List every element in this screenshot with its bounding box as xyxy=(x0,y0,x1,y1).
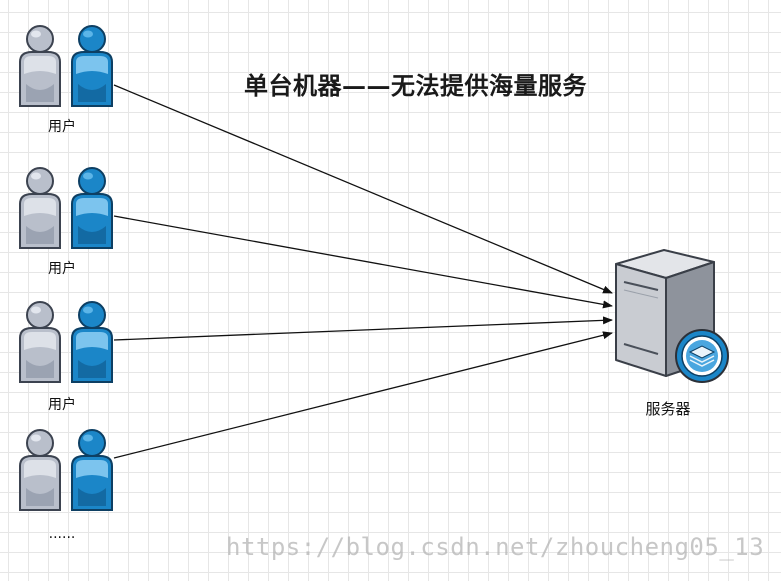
diagram-title: 单台机器——无法提供海量服务 xyxy=(244,71,587,100)
arrow-user-3-to-server xyxy=(113,316,613,341)
arrow-user-2-to-server xyxy=(113,215,613,309)
user-label: 用户 xyxy=(48,261,76,277)
user-label: 用户 xyxy=(48,397,76,413)
users-icon xyxy=(19,25,113,107)
user-blue-icon xyxy=(71,167,113,249)
user-gray-icon xyxy=(19,167,61,249)
user-gray-icon xyxy=(19,301,61,383)
user-gray-icon xyxy=(19,429,61,511)
users-icon xyxy=(19,429,113,511)
users-icon xyxy=(19,167,113,249)
user-blue-icon xyxy=(71,429,113,511)
users-icon xyxy=(19,301,113,383)
user-group-1: 用户 xyxy=(14,22,118,135)
arrow-user-1-to-server xyxy=(113,84,613,294)
server-label: 服务器 xyxy=(645,400,691,418)
user-group-4: ...... xyxy=(14,426,118,542)
user-blue-icon xyxy=(71,301,113,383)
user-blue-icon xyxy=(71,25,113,107)
watermark-url: https://blog.csdn.net/zhoucheng05_13 xyxy=(226,533,765,561)
server-icon xyxy=(615,249,729,383)
user-label: 用户 xyxy=(48,119,76,135)
user-gray-icon xyxy=(19,25,61,107)
database-badge-icon xyxy=(675,329,729,383)
user-label-ellipsis: ...... xyxy=(48,526,76,542)
arrow-user-4-to-server xyxy=(113,331,613,459)
server-node xyxy=(610,248,736,392)
user-group-3: 用户 xyxy=(14,298,118,413)
user-group-2: 用户 xyxy=(14,164,118,277)
